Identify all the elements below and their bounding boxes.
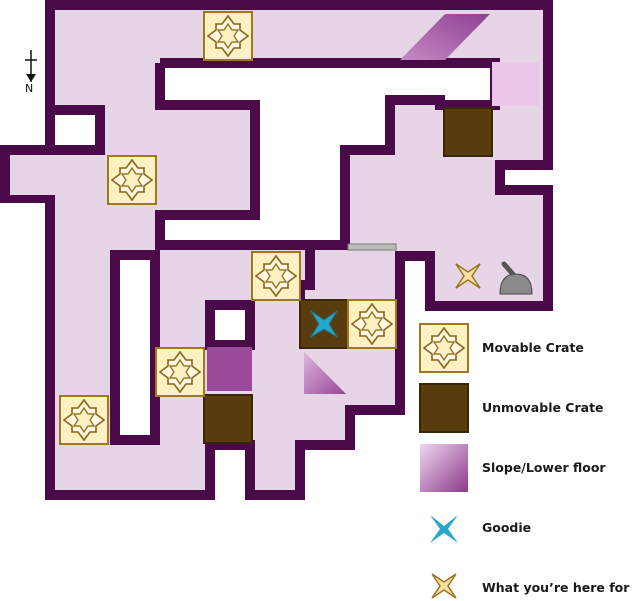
gate-bar: [347, 243, 397, 251]
legend-goodie: Goodie: [482, 520, 532, 535]
slopes: [207, 14, 539, 394]
lever-icon: [499, 261, 533, 295]
goodie-icon: [310, 310, 338, 338]
legend-movable-crate: Movable Crate: [482, 340, 584, 355]
legend-unmovable-crate: Unmovable Crate: [482, 400, 604, 415]
level-walls: [0, 0, 553, 500]
unmovable-crates: [203, 107, 493, 444]
legend-slope: Slope/Lower floor: [482, 460, 606, 475]
legend-target: What you’re here for: [482, 580, 630, 595]
compass-letter: N: [25, 82, 34, 95]
north-arrow-icon: [25, 50, 37, 82]
target-star-icon: [455, 263, 481, 289]
legend-icons: [419, 323, 469, 599]
